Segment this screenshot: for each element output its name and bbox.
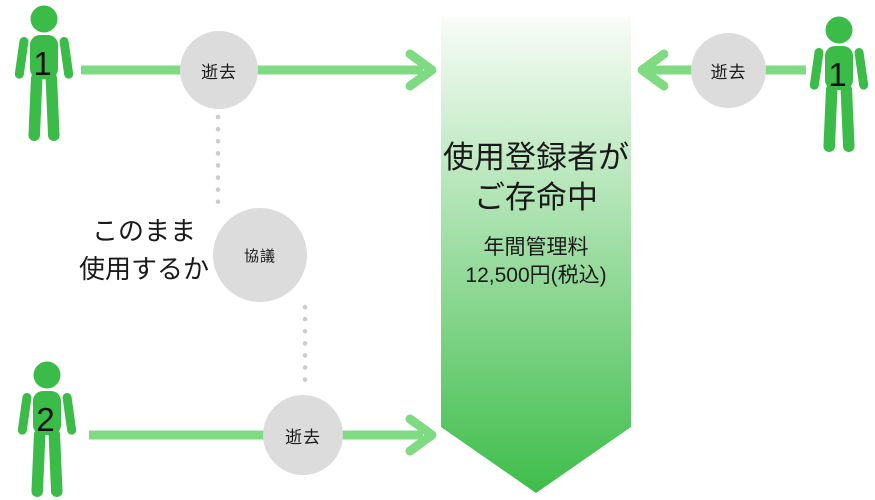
banner-fee-line1: 年間管理料 xyxy=(483,236,589,259)
person-icon xyxy=(17,361,77,497)
person-number: 1 xyxy=(828,56,847,93)
banner-fee-line2: 12,500円(税込) xyxy=(465,264,607,287)
person-number: 2 xyxy=(36,401,55,438)
person-registrant-1-right: 1 xyxy=(806,16,872,154)
node-label: 逝去 xyxy=(285,427,321,447)
person-icon xyxy=(14,5,74,141)
banner-title-line2: ご存命中 xyxy=(474,180,598,215)
person-icon xyxy=(809,16,869,152)
event-node-decease-top-left: 逝去 xyxy=(180,31,258,109)
banner-title-line1: 使用登録者が xyxy=(443,140,629,175)
event-node-decease-bottom-left: 逝去 xyxy=(263,395,343,475)
event-node-consultation: 協議 xyxy=(213,208,307,302)
person-registrant-1-left: 1 xyxy=(11,5,77,143)
banner-fee: 年間管理料 12,500円(税込) xyxy=(421,234,651,290)
node-label: 逝去 xyxy=(201,62,237,82)
banner-title: 使用登録者が ご存命中 xyxy=(421,138,651,218)
person-registrant-2-left: 2 xyxy=(14,361,80,499)
question-line2: 使用するか xyxy=(78,254,209,284)
question-line1: このまま xyxy=(91,216,196,246)
event-node-decease-top-right: 逝去 xyxy=(691,33,766,108)
node-label: 協議 xyxy=(243,247,276,265)
person-number: 1 xyxy=(33,45,52,82)
question-text: このまま 使用するか xyxy=(29,212,259,288)
node-label: 逝去 xyxy=(710,63,747,82)
arrow-right-bottom-icon xyxy=(89,414,437,456)
